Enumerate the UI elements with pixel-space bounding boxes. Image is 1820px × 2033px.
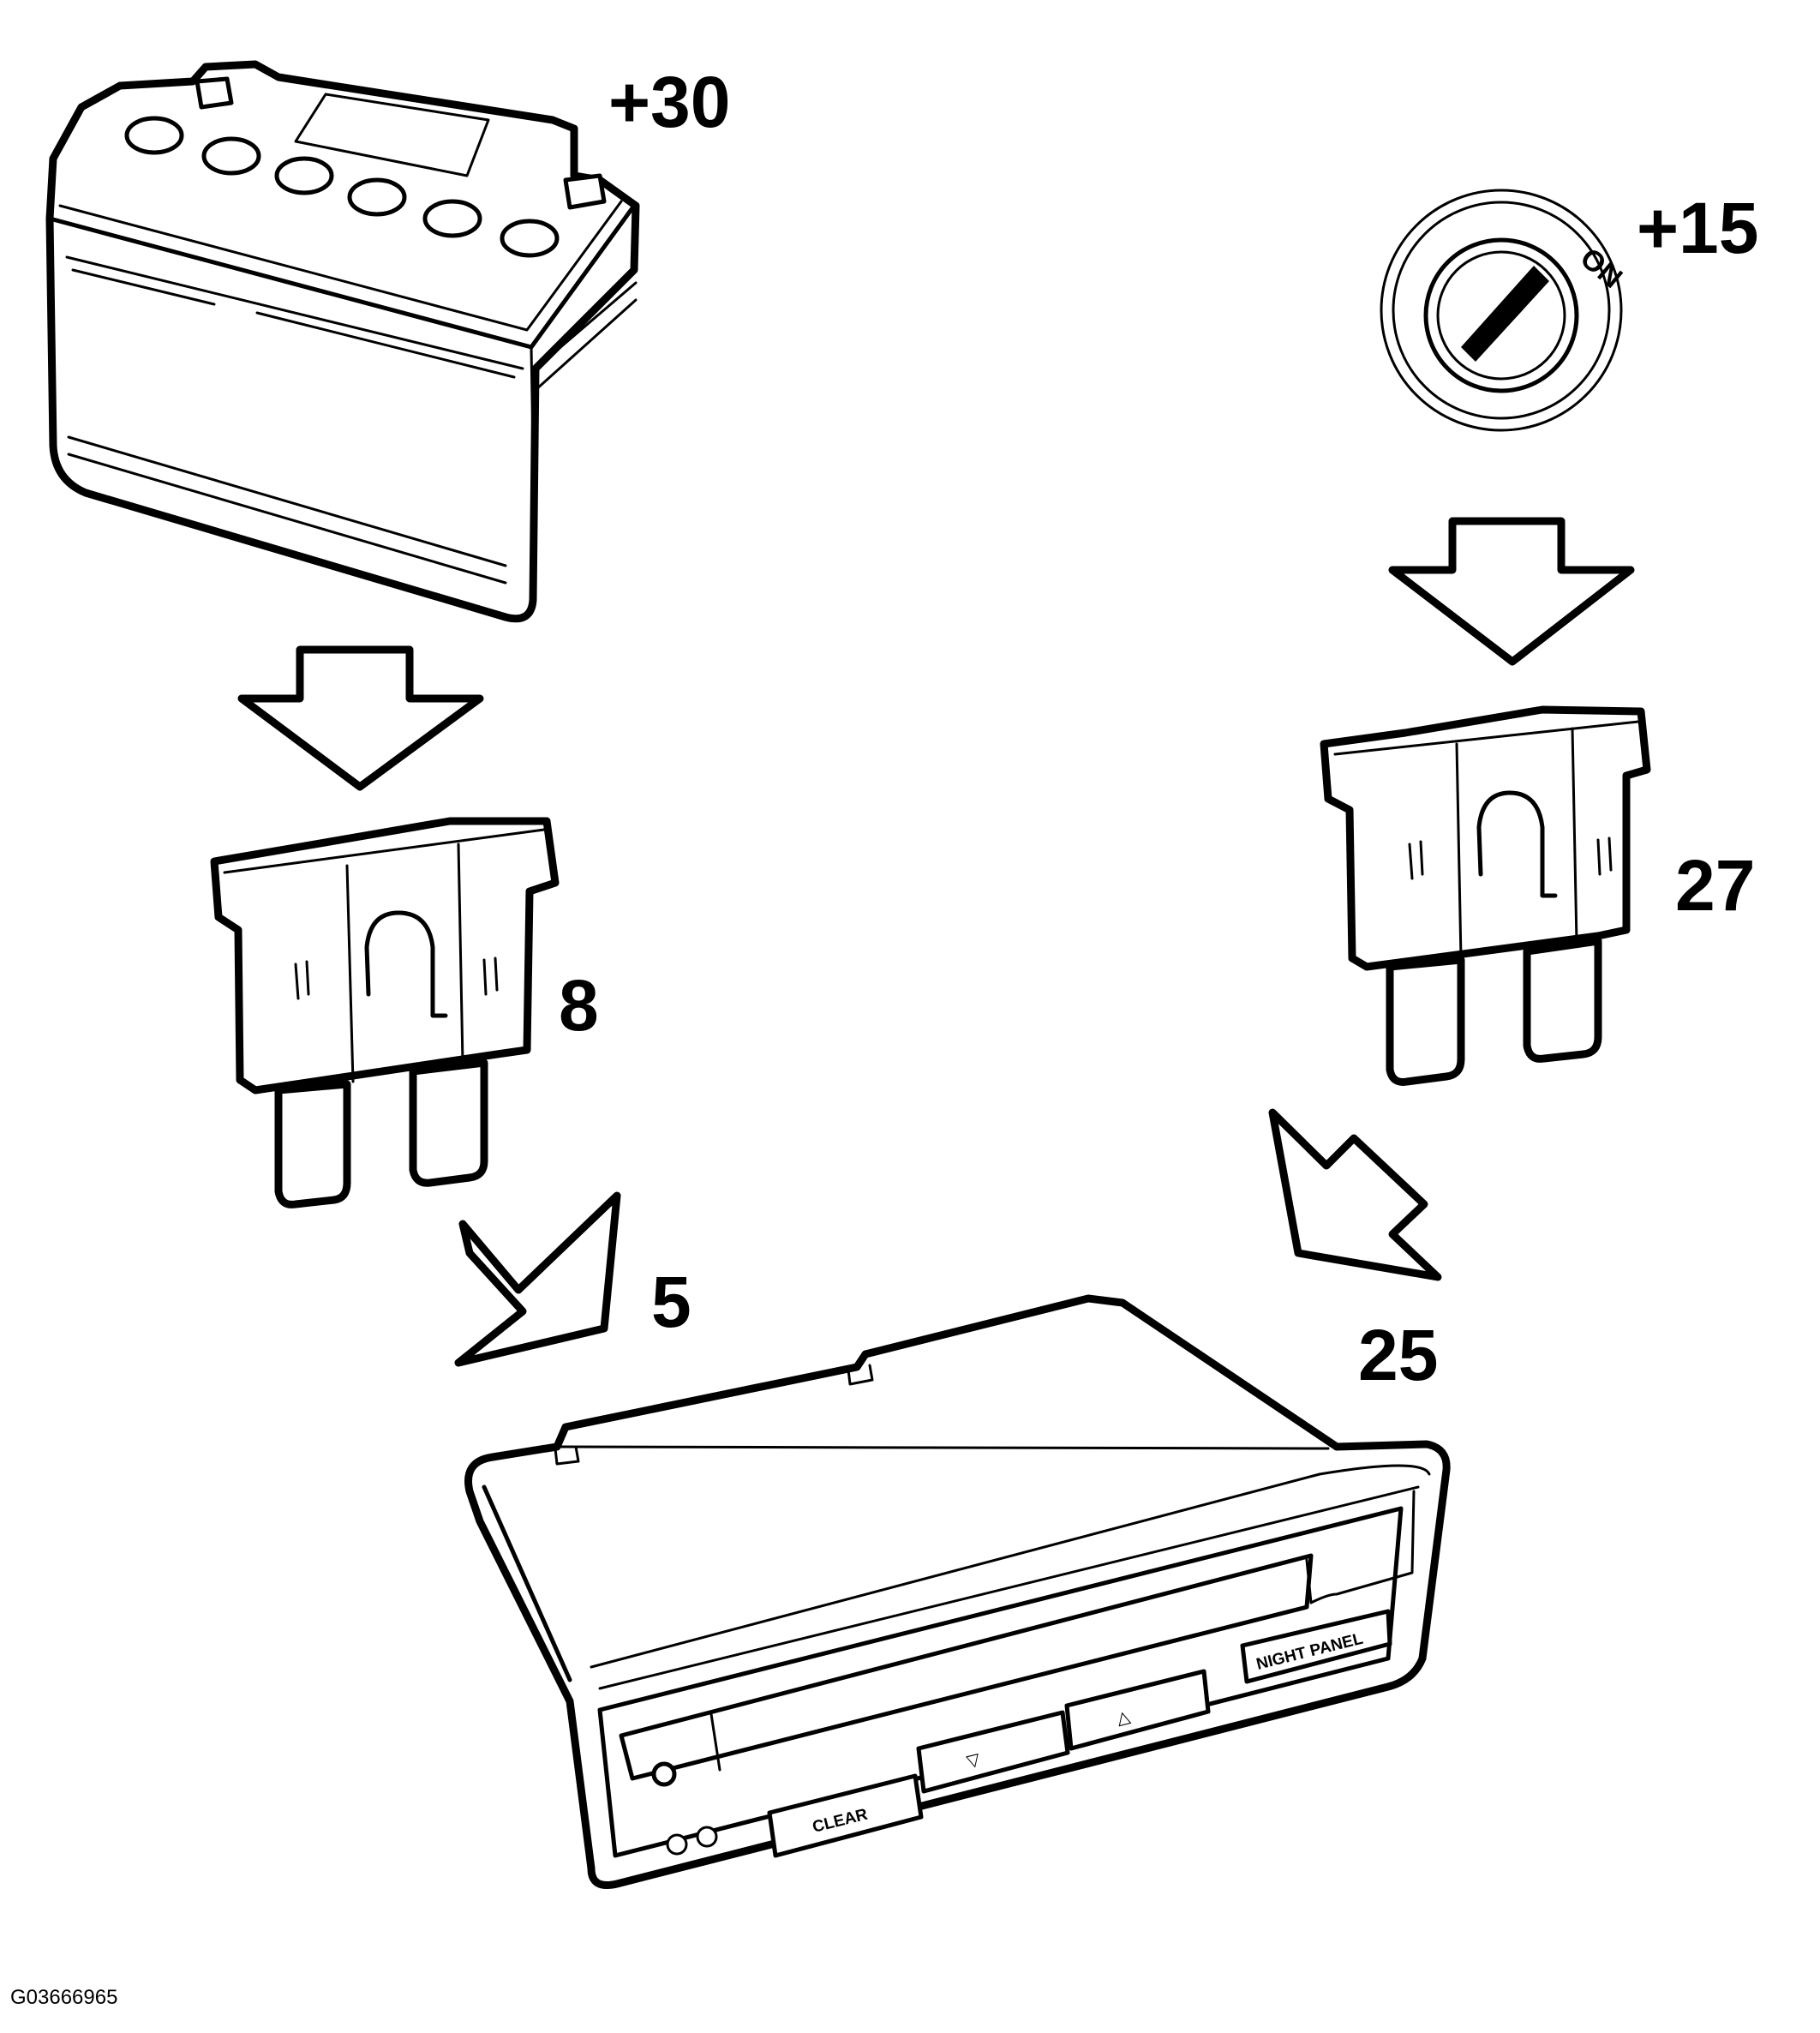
screw-right [696,1826,718,1848]
arrow-fuse8-to-unit [454,1191,621,1367]
screw-left [666,1833,688,1856]
ignition-switch: ON [1380,189,1628,432]
battery-cell-caps [124,116,560,258]
pin-5-label: 5 [651,1262,691,1342]
arrow-fuse27-to-unit [1268,1108,1442,1281]
ignition-terminal-label: +15 [1637,188,1759,268]
fuse-8 [210,817,560,1208]
fuse-27-label: 27 [1675,845,1755,926]
down-button-label: ▽ [965,1750,983,1772]
pin-25-label: 25 [1358,1315,1438,1395]
fuse-8-label: 8 [559,965,599,1046]
down-button[interactable]: ▽ [916,1710,1070,1794]
ignition-key-slot [1461,266,1549,362]
figure-id: G03666965 [10,1986,117,2009]
battery [45,60,640,623]
fuse-27 [1320,705,1651,1086]
ignition-on-marking: ON [1574,242,1628,295]
up-button-label: △ [1115,1707,1133,1729]
arrow-ignition-to-fuse27 [1388,517,1635,666]
battery-terminal-positive [563,173,607,210]
display-unit: CLEAR ▽ △ NIGHT PANEL [464,1294,1451,1889]
battery-terminal-negative [195,76,234,110]
arrow-battery-to-fuse8 [237,645,484,791]
light-sensor [651,1761,677,1787]
up-button[interactable]: △ [1064,1669,1211,1751]
clear-button[interactable]: CLEAR [767,1773,924,1858]
battery-terminal-label: +30 [608,62,731,142]
